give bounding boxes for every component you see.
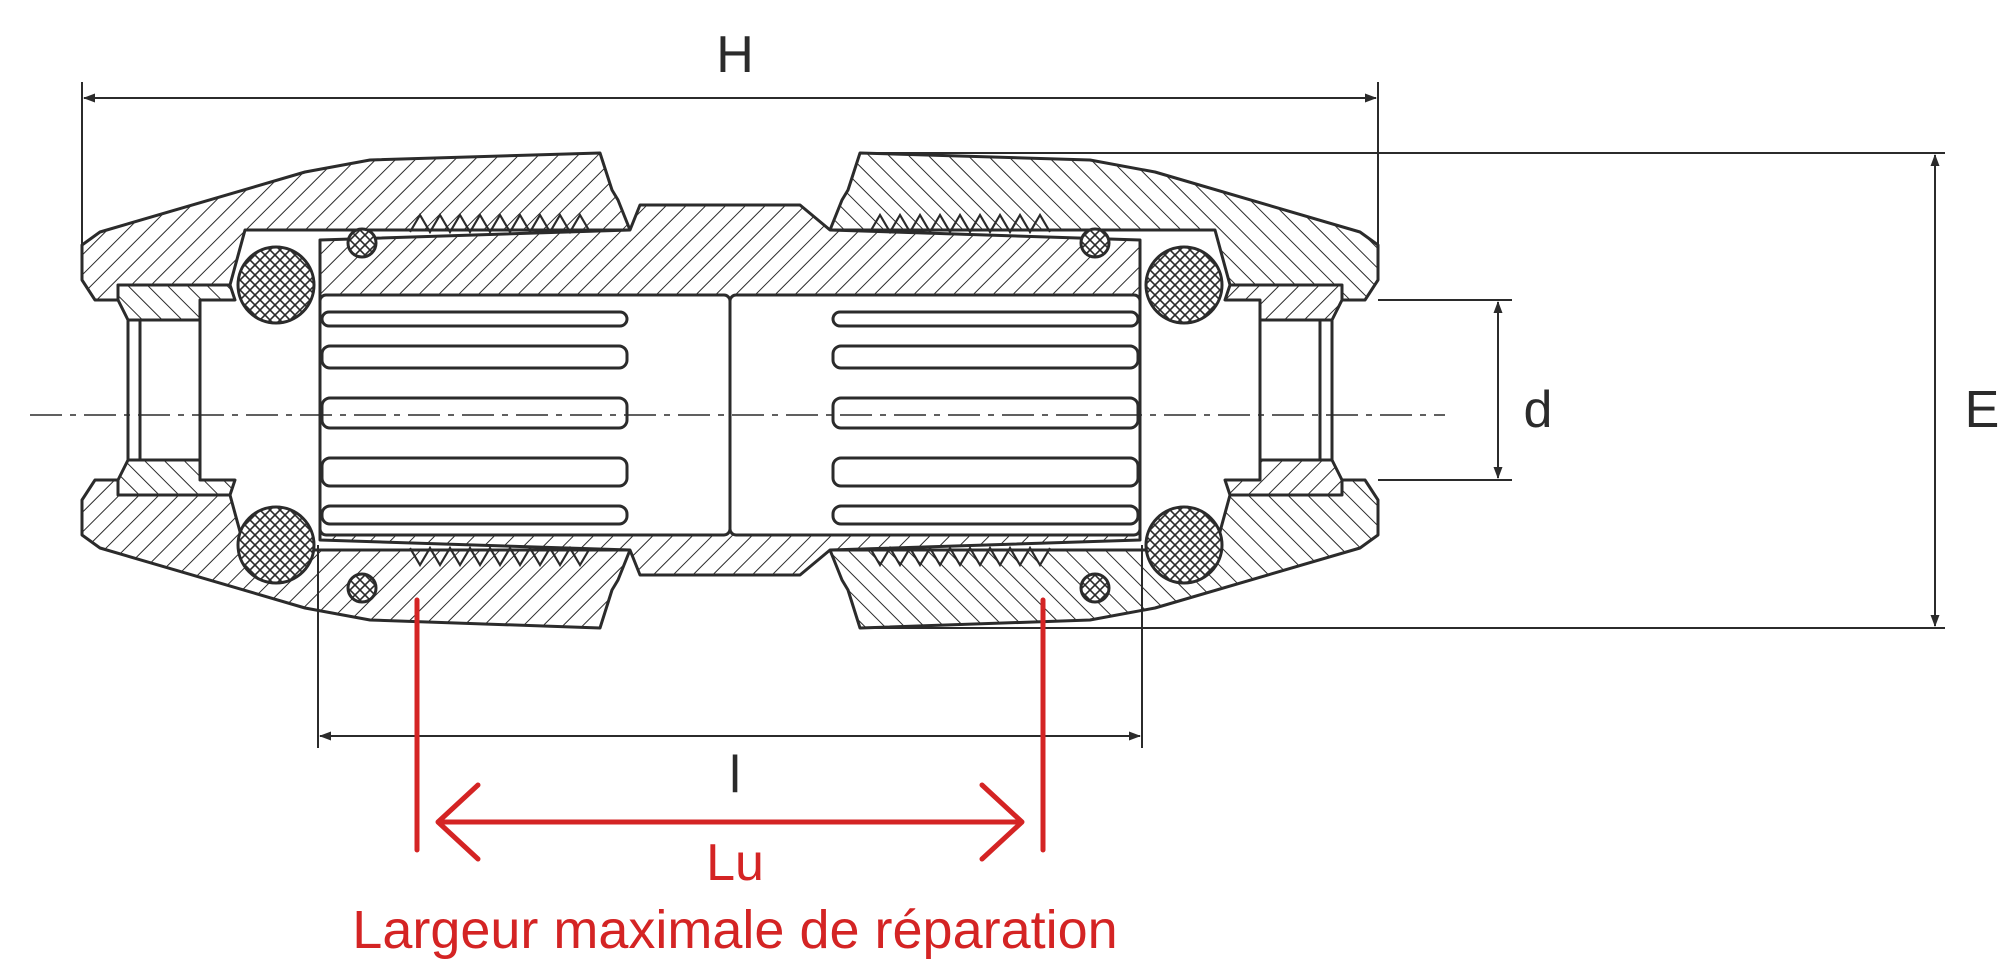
usable-length-dimension xyxy=(414,597,1046,862)
right-ribs xyxy=(831,310,1140,526)
right-lower-o-ring xyxy=(1144,505,1224,585)
right-lower-small-seal xyxy=(1079,572,1111,604)
left-end-ring-lower xyxy=(116,458,237,497)
label-d: d xyxy=(1524,381,1553,439)
label-h: H xyxy=(716,26,754,84)
o-rings xyxy=(236,227,1224,604)
inner-bores xyxy=(126,318,1334,462)
left-upper-o-ring xyxy=(236,245,316,325)
left-lower-small-seal xyxy=(346,572,378,604)
left-lower-thread xyxy=(409,545,591,568)
right-upper-small-seal xyxy=(1079,227,1111,259)
lu-arrow-left-head xyxy=(435,782,481,862)
label-lu: Lu xyxy=(706,834,764,892)
right-end-ring-lower xyxy=(1223,458,1344,497)
label-lu-caption: Largeur maximale de réparation xyxy=(352,900,1117,960)
right-upper-thread xyxy=(869,212,1051,235)
label-l: l xyxy=(729,746,741,804)
left-upper-small-seal xyxy=(346,227,378,259)
left-upper-thread xyxy=(409,212,591,235)
lu-arrow-right-head xyxy=(979,782,1025,862)
left-lower-o-ring xyxy=(236,505,316,585)
right-upper-o-ring xyxy=(1144,245,1224,325)
left-ribs xyxy=(320,310,629,526)
label-e: E xyxy=(1965,381,2000,439)
threads xyxy=(409,212,1051,568)
right-lower-thread xyxy=(869,545,1051,568)
right-end-ring-upper xyxy=(1223,283,1344,322)
left-end-ring-upper xyxy=(116,283,237,322)
